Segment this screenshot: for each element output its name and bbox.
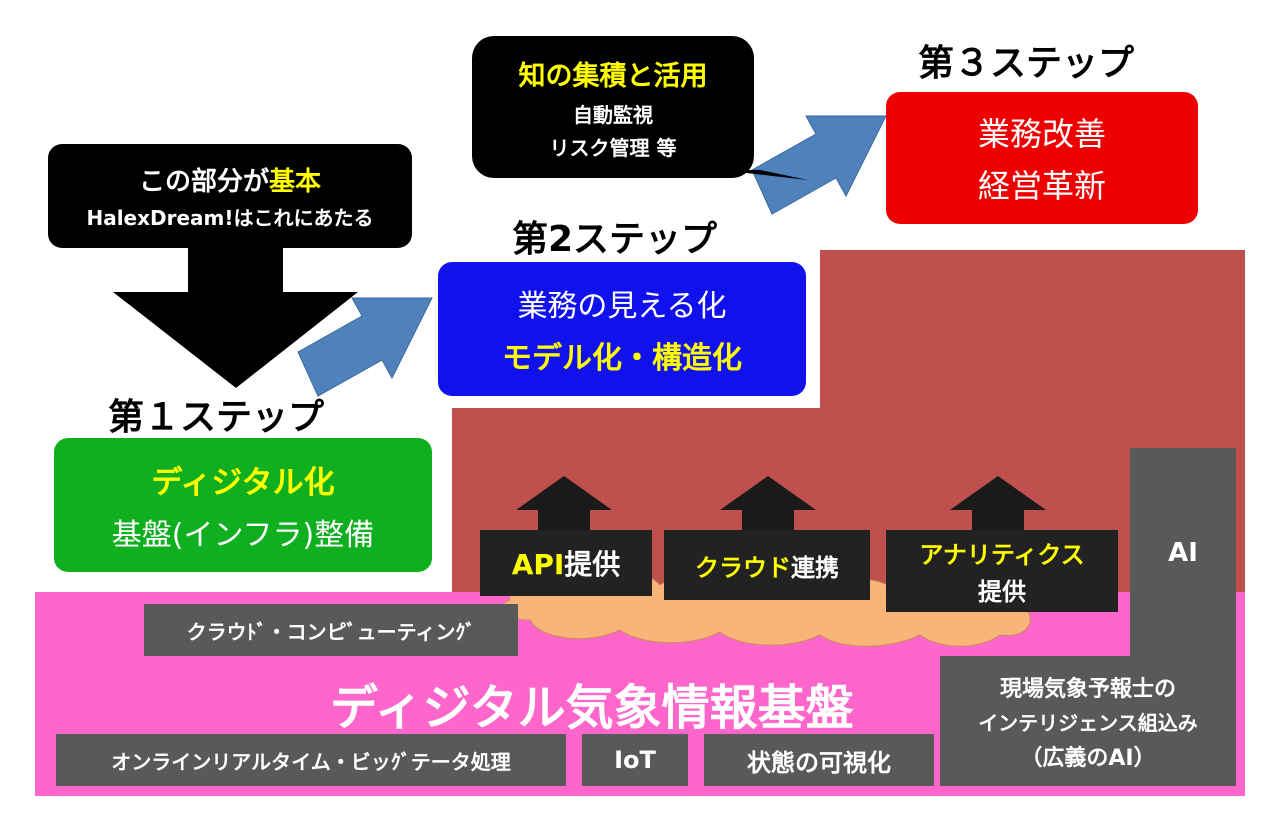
step1-title: 第１ステップ (108, 397, 325, 438)
basic-callout-highlight: 基本 (269, 167, 322, 197)
step2-line1: 業務の見える化 (517, 289, 727, 324)
step1-box: ディジタル化 基盤(インフラ)整備 (54, 438, 432, 572)
step1-to-step2-arrow-icon (297, 297, 433, 397)
knowledge-callout-line3: リスク管理 等 (549, 135, 677, 160)
visualization-box: 状態の可視化 (704, 734, 934, 786)
up-arrow-cloud-icon (720, 476, 816, 530)
knowledge-callout-line2: 自動監視 (573, 102, 653, 127)
analytics-line2: 提供 (978, 578, 1026, 606)
step1-line1: ディジタル化 (151, 464, 335, 501)
knowledge-callout: 知の集積と活用 自動監視 リスク管理 等 (472, 36, 754, 178)
basic-callout: この部分が基本 HalexDream!はこれにあたる (48, 144, 412, 248)
maroon-platform (452, 250, 1245, 595)
knowledge-callout-title: 知の集積と活用 (518, 60, 708, 92)
api-suffix: 提供 (564, 548, 621, 581)
analytics-line1: アナリティクス (919, 541, 1085, 569)
cloud-suffix: 連携 (791, 553, 839, 582)
step3-line2: 経営革新 (977, 167, 1106, 205)
forecaster-line3: （広義のAI） (1020, 745, 1156, 771)
realtime-label: オンラインリアルタイム・ビッｸﾞテータ処理 (111, 749, 511, 774)
iot-label: IoT (614, 746, 656, 774)
cloud-box: クラウド連携 (664, 530, 870, 600)
step1-line2: 基盤(インフラ)整備 (111, 517, 375, 553)
down-arrow-icon (113, 238, 358, 388)
foundation-title: ディジタル気象情報基盤 (330, 680, 854, 736)
visualization-label: 状態の可視化 (747, 748, 891, 777)
up-arrow-api-icon (516, 476, 612, 530)
forecaster-line2: インテリジェンス組込み (978, 710, 1198, 735)
step2-line2: モデル化・構造化 (502, 341, 742, 376)
forecaster-box: 現場気象予報士の インテリジェンス組込み （広義のAI） (940, 656, 1236, 786)
step3-line1: 業務改善 (977, 115, 1106, 153)
ai-box: AI (1130, 448, 1236, 658)
ai-label: AI (1168, 538, 1198, 568)
forecaster-line1: 現場気象予報士の (999, 676, 1176, 702)
api-box: API提供 (480, 530, 652, 596)
api-prefix: API (511, 548, 565, 581)
step2-to-step3-arrow-icon (751, 115, 887, 215)
analytics-box: アナリティクス 提供 (886, 530, 1118, 612)
step2-title: 第2ステップ (512, 219, 718, 260)
cloud-prefix: クラウド (695, 553, 791, 582)
step3-title: 第３ステップ (918, 43, 1135, 84)
step3-box: 業務改善 経営革新 (886, 92, 1198, 224)
cloud-computing-box: クラウﾄﾞ・コンピﾞューティンｸﾞ (144, 604, 518, 656)
cloud-computing-label: クラウﾄﾞ・コンピﾞューティンｸﾞ (186, 619, 476, 644)
basic-callout-line2: HalexDream!はこれにあたる (86, 206, 374, 230)
up-arrow-analytics-icon (950, 476, 1046, 530)
basic-callout-prefix: この部分が (138, 167, 269, 197)
iot-box: IoT (582, 734, 688, 786)
realtime-box: オンラインリアルタイム・ビッｸﾞテータ処理 (56, 734, 566, 786)
step2-box: 業務の見える化 モデル化・構造化 (438, 262, 806, 396)
